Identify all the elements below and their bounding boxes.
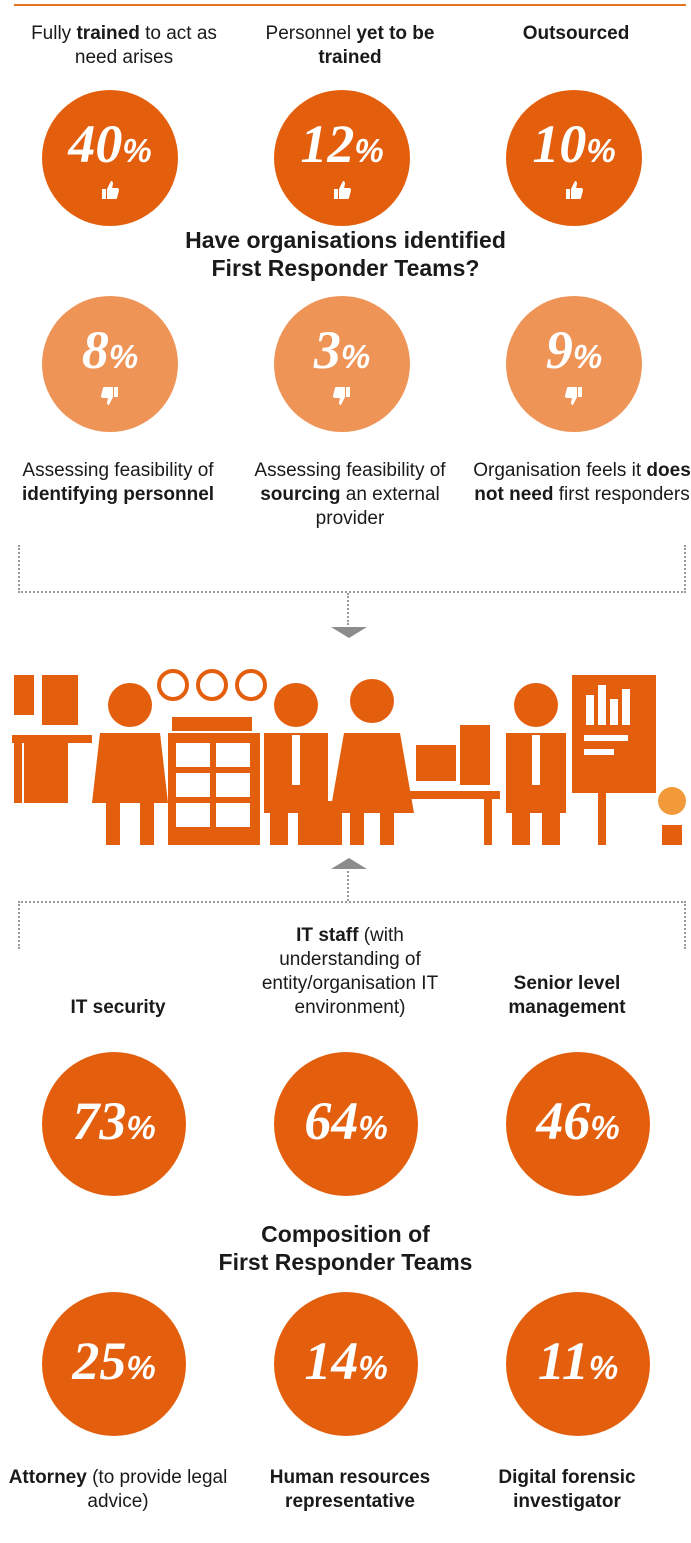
- stat-circle-it-security: 73%: [42, 1052, 186, 1196]
- label-attorney: Attorney (to provide legal advice): [8, 1467, 228, 1512]
- label-senior-management: Senior level management: [508, 973, 626, 1018]
- bracket-top: [18, 545, 686, 593]
- stat-circle-not-needed: 9%: [506, 296, 642, 432]
- stat-circle-it-staff: 64%: [274, 1052, 418, 1196]
- stat-circle-identifying-personnel: 8%: [42, 296, 178, 432]
- thumbs-down-icon: [101, 386, 118, 405]
- label-sourcing-provider: Assessing feasibility of sourcing an ext…: [254, 460, 446, 529]
- connector-bottom: [347, 871, 349, 901]
- heading-identified-teams: Have organisations identified First Resp…: [185, 227, 506, 281]
- connector-top: [347, 593, 349, 625]
- label-fully-trained: Fully trained to act as need arises: [31, 23, 217, 68]
- thumbs-up-icon: [566, 180, 583, 199]
- arrow-up-icon: [331, 858, 367, 869]
- stat-circle-forensic-investigator: 11%: [506, 1292, 650, 1436]
- stat-circle-outsourced: 10%: [506, 90, 642, 226]
- thumbs-down-icon: [565, 386, 582, 405]
- stat-value: 3%: [313, 319, 371, 380]
- top-rule: [14, 4, 686, 6]
- stat-circle-yet-to-be-trained: 12%: [274, 90, 410, 226]
- stat-value: 9%: [545, 319, 603, 380]
- thumbs-down-icon: [333, 386, 350, 405]
- heading-composition: Composition of First Responder Teams: [218, 1221, 473, 1275]
- stat-value: 12%: [300, 113, 384, 174]
- thumbs-up-icon: [102, 180, 119, 199]
- stat-value: 11%: [537, 1330, 619, 1391]
- stat-circle-sourcing-provider: 3%: [274, 296, 410, 432]
- label-it-staff: IT staff (with understanding of entity/o…: [261, 925, 439, 1018]
- stat-circle-fully-trained: 40%: [42, 90, 178, 226]
- stat-value: 10%: [532, 113, 616, 174]
- label-outsourced: Outsourced: [522, 23, 630, 44]
- stat-circle-hr-representative: 14%: [274, 1292, 418, 1436]
- label-not-needed: Organisation feels it does not need firs…: [473, 460, 691, 505]
- stat-value: 25%: [72, 1330, 156, 1391]
- stat-value: 64%: [304, 1090, 388, 1151]
- thumbs-up-icon: [334, 180, 351, 199]
- stat-value: 14%: [304, 1330, 388, 1391]
- stat-value: 40%: [68, 113, 152, 174]
- label-hr-representative: Human resources representative: [269, 1467, 431, 1512]
- stat-value: 73%: [72, 1090, 156, 1151]
- label-identifying-personnel: Assessing feasibility of identifying per…: [21, 460, 215, 505]
- label-it-security: IT security: [70, 997, 166, 1018]
- stat-value: 46%: [536, 1090, 620, 1151]
- stat-circle-senior-management: 46%: [506, 1052, 650, 1196]
- office-team-illustration: [12, 669, 686, 845]
- label-forensic-investigator: Digital forensic investigator: [498, 1467, 636, 1512]
- label-yet-to-be-trained: Personnel yet to be trained: [265, 23, 435, 68]
- stat-circle-attorney: 25%: [42, 1292, 186, 1436]
- bracket-bottom: [18, 901, 686, 949]
- arrow-down-icon: [331, 627, 367, 638]
- stat-value: 8%: [81, 319, 139, 380]
